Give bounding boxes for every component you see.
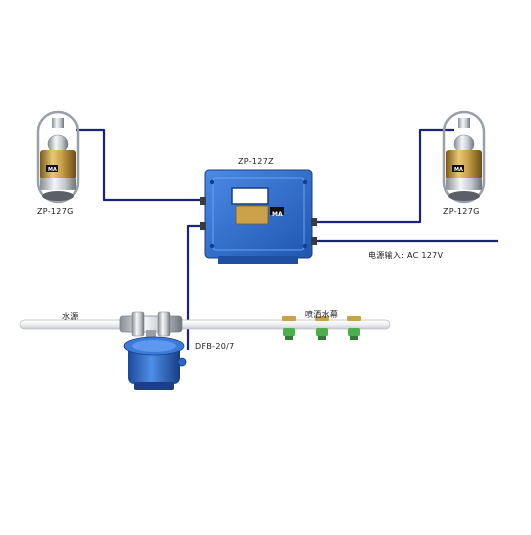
cables [76, 128, 498, 350]
valve-label: DFB-20/7 [195, 342, 235, 351]
sensor-left [36, 110, 80, 204]
controller-label: ZP-127Z [238, 157, 274, 166]
sensor-right-label: ZP-127G [443, 207, 480, 216]
spray-nozzle-label: 喷洒水幕 [305, 310, 339, 319]
controller-badge-text: MA [272, 211, 283, 218]
spray-nozzle-1 [282, 316, 296, 340]
sensor-right [442, 110, 486, 204]
controller-box [200, 169, 317, 264]
power-input-label: 电源输入: AC 127V [368, 251, 444, 260]
spray-nozzles [282, 316, 361, 340]
cable-right-sensor [312, 128, 454, 224]
cable-valve [186, 224, 200, 350]
solenoid-valve [119, 311, 187, 390]
cable-left-sensor [76, 128, 205, 202]
sensor-right-badge-text: MA [454, 167, 463, 173]
sensor-left-badge-text: MA [48, 167, 57, 173]
spray-nozzle-2 [315, 316, 329, 340]
spray-nozzle-3 [347, 316, 361, 340]
water-source-label: 水源 [62, 312, 79, 321]
water-pipe [19, 319, 391, 330]
sensor-left-label: ZP-127G [37, 207, 74, 216]
